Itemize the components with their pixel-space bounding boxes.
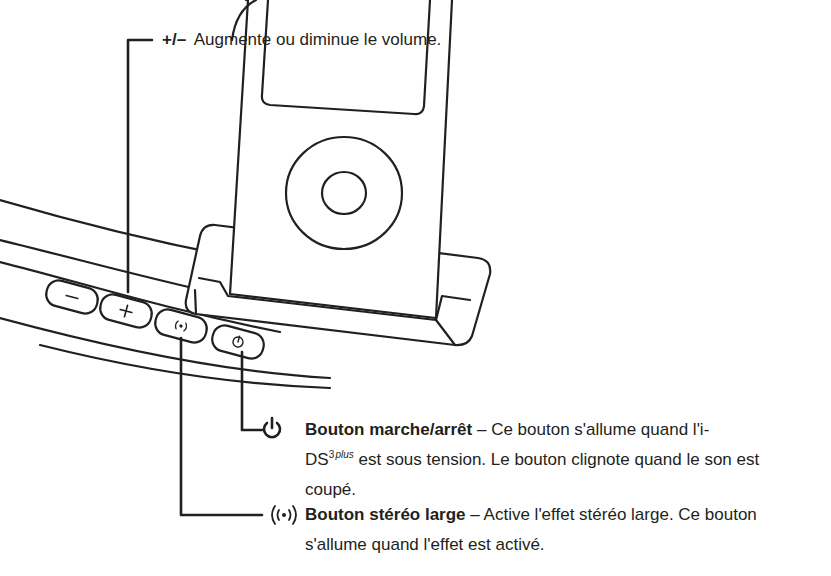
button-name: +/– <box>162 30 186 49</box>
stereo-symbol <box>272 506 296 524</box>
leader-line <box>242 352 262 430</box>
power-button <box>210 323 267 362</box>
button-name: Bouton marche/arrêt <box>305 420 472 439</box>
superscript: 3 <box>329 449 335 460</box>
plus-button <box>98 292 155 331</box>
superscript: plus <box>335 449 353 460</box>
volume-callout: +/– Augmente ou diminue le volume. <box>162 25 802 55</box>
power-symbol <box>264 418 280 437</box>
dock-lip <box>199 278 470 320</box>
stereo-callout: Bouton stéréo large– Active l'effet stér… <box>305 500 785 560</box>
power-callout: Bouton marche/arrêt– Ce bouton s'allume … <box>305 415 785 505</box>
description: Augmente ou diminue le volume. <box>194 30 442 49</box>
button-name: Bouton stéréo large <box>305 505 466 524</box>
click-wheel <box>286 137 402 249</box>
center-button <box>322 172 366 214</box>
leader-line <box>128 40 152 292</box>
description: est sous tension. Le bouton clignote qua… <box>305 450 759 499</box>
ipod-screen <box>262 0 430 114</box>
leader-line <box>181 338 262 515</box>
minus-button <box>44 278 101 317</box>
base-edge <box>40 345 330 388</box>
